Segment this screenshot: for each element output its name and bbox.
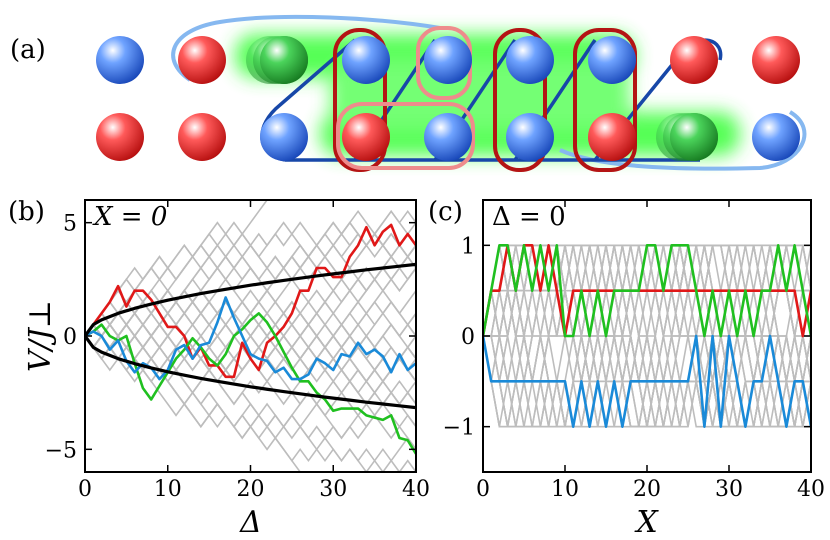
series-black (85, 262, 416, 337)
green-sphere (260, 36, 308, 84)
red-sphere (342, 113, 390, 161)
panel-c: (c) 0 10 20 30 40 −1 0 1 Δ = 0 X (428, 197, 825, 540)
gray-trace (85, 243, 416, 361)
blue-sphere (506, 113, 554, 161)
panel-b-annotation: X = 0 (92, 202, 167, 232)
panel-c-annotation: Δ = 0 (492, 202, 566, 232)
panel-b-xlabel: Δ (239, 505, 262, 540)
gray-trace (85, 300, 416, 395)
red-sphere (178, 113, 226, 161)
y-tick-label: 0 (461, 325, 475, 350)
gray-trace (483, 244, 811, 383)
panel-b-label: (b) (8, 197, 45, 227)
blue-sphere (752, 113, 800, 161)
gray-trace (483, 244, 811, 383)
blue-sphere (424, 36, 472, 84)
panel-a-label: (a) (10, 35, 46, 65)
red-sphere (752, 36, 800, 84)
blue-sphere (260, 113, 308, 161)
panel-a: (a) (10, 14, 807, 172)
blue-sphere (96, 36, 144, 84)
x-tick-label: 20 (633, 477, 661, 502)
series-red (85, 223, 416, 379)
x-tick-label: 20 (237, 477, 265, 502)
red-sphere (588, 113, 636, 161)
y-tick-label: −5 (45, 438, 77, 463)
x-tick-label: 10 (154, 477, 182, 502)
gray-trace (85, 289, 416, 395)
gray-trace (483, 244, 811, 383)
series-blue (483, 334, 811, 428)
y-tick-label: 0 (63, 325, 77, 350)
gray-trace (483, 290, 811, 428)
plot-area (85, 200, 416, 472)
red-sphere (670, 36, 718, 84)
red-sphere (178, 36, 226, 84)
gray-trace (483, 244, 811, 382)
y-tick-label: −1 (443, 416, 475, 441)
lattice-spheres (96, 36, 800, 161)
plot-area (483, 244, 811, 428)
panel-c-xlabel: X (634, 505, 659, 540)
x-tick-label: 40 (402, 477, 430, 502)
y-tick-label: 5 (63, 212, 77, 237)
gray-trace (483, 289, 811, 427)
plot-c: 0 10 20 30 40 −1 0 1 (443, 199, 825, 502)
gray-trace (483, 244, 811, 383)
blue-sphere (588, 36, 636, 84)
panel-b-ylabel: V/J⊥ (23, 300, 58, 372)
gray-trace (85, 244, 416, 361)
series-green (85, 312, 416, 455)
blue-sphere (506, 36, 554, 84)
x-tick-label: 30 (319, 477, 347, 502)
x-tick-label: 40 (797, 477, 825, 502)
series-black (85, 335, 416, 410)
blue-sphere (424, 113, 472, 161)
gray-trace (483, 289, 811, 428)
series-green (483, 244, 811, 338)
series-red (483, 244, 811, 338)
x-tick-label: 30 (715, 477, 743, 502)
y-tick-label: 1 (461, 234, 475, 259)
x-tick-label: 0 (78, 477, 92, 502)
gray-trace (85, 277, 416, 338)
gray-trace (85, 243, 416, 337)
gray-trace (85, 244, 416, 372)
boxes-dark-red (333, 28, 637, 172)
gray-trace (483, 245, 811, 428)
panel-c-label: (c) (428, 197, 463, 227)
gray-trace (85, 289, 416, 361)
red-sphere (96, 113, 144, 161)
green-sphere (670, 113, 718, 161)
x-tick-label: 10 (551, 477, 579, 502)
blue-sphere (342, 36, 390, 84)
gray-trace (483, 244, 811, 382)
x-tick-label: 0 (476, 477, 490, 502)
